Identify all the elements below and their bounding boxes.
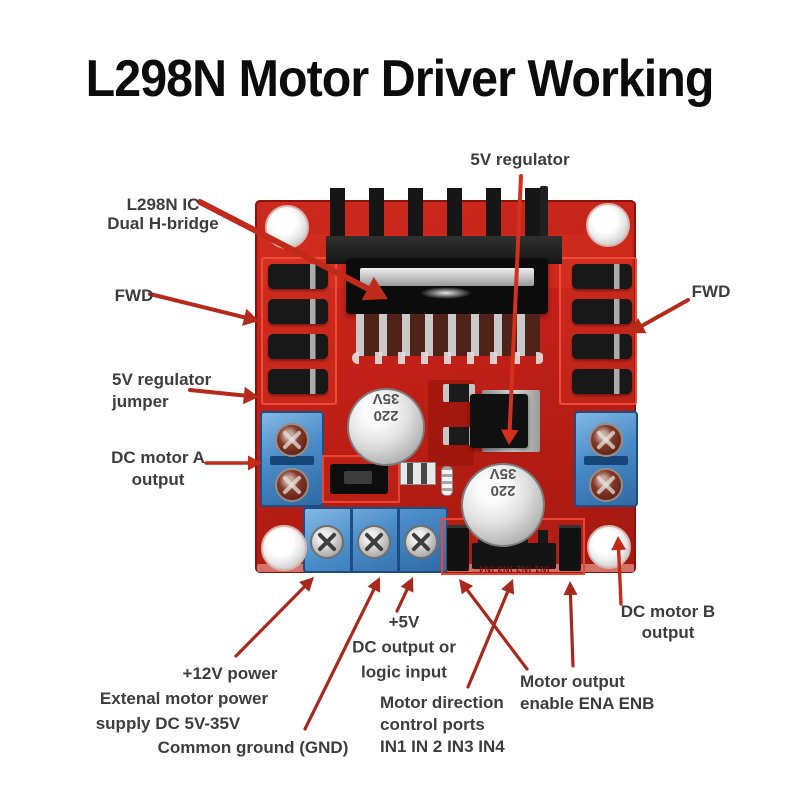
diode <box>268 369 328 394</box>
diode <box>572 369 632 394</box>
label-line: FWD <box>691 282 731 301</box>
terminal-screw <box>357 525 391 559</box>
diode <box>572 334 632 359</box>
terminal-screw <box>275 468 309 502</box>
capacitor-marking: 220 35V <box>463 465 543 523</box>
terminal-divider <box>350 509 353 571</box>
label-motor-a-output: DC motor A output <box>111 447 205 491</box>
mounting-hole-top-right <box>586 203 630 247</box>
label-line: control ports <box>380 715 485 734</box>
smd-ic <box>400 462 436 485</box>
mounting-hole-bottom-right <box>587 525 631 569</box>
label-line: output <box>641 623 695 642</box>
label-line: L298N IC <box>126 195 200 214</box>
terminal-slot <box>584 456 628 465</box>
label-line: +5V <box>388 612 420 632</box>
label-line: 5V regulator <box>470 150 570 169</box>
ic-highlight <box>420 287 472 299</box>
label-line: FWD <box>114 286 154 305</box>
label-line: Common ground (GND) <box>157 738 349 757</box>
label-line: Dual H-bridge <box>107 214 219 233</box>
label-direction-ports: Motor direction control ports IN1 IN 2 I… <box>380 692 505 758</box>
capacitor-marking-line: 35V <box>372 390 400 407</box>
label-common-ground: Common ground (GND) <box>158 737 349 759</box>
capacitor-marking: 220 35V <box>349 390 423 444</box>
label-line: Motor direction <box>380 693 504 712</box>
label-motor-b-output: DC motor B output <box>621 601 715 643</box>
label-line: output <box>131 470 185 489</box>
label-line: jumper <box>112 392 169 411</box>
resistor-network <box>441 466 453 496</box>
capacitor-marking-line: 35V <box>489 465 517 482</box>
diode <box>268 264 328 289</box>
label-l298n-ic: L298N IC Dual H-bridge <box>107 195 218 233</box>
capacitor-marking-line: 220 <box>490 482 516 499</box>
diode <box>572 299 632 324</box>
terminal-screw <box>589 423 623 457</box>
mounting-hole-bottom-left <box>261 525 307 571</box>
diode <box>572 264 632 289</box>
terminal-slot <box>270 456 314 465</box>
jumper-notch <box>344 471 372 484</box>
label-power-12v: +12V power <box>183 663 278 685</box>
label-line: DC motor A <box>111 448 205 467</box>
heatsink-fins <box>330 188 560 242</box>
ic-metal-tab <box>360 268 534 286</box>
label-line: Extenal motor power <box>99 689 269 708</box>
solder-pads <box>352 352 544 364</box>
electrolytic-capacitor: 220 35V <box>461 463 545 547</box>
label-fwd-left: FWD <box>115 285 154 307</box>
smd-component <box>443 384 475 402</box>
label-external-power: Extenal motor power <box>100 688 268 710</box>
label-supply-range: supply DC 5V-35V <box>96 713 241 735</box>
electrolytic-capacitor: 220 35V <box>347 388 425 466</box>
l298n-ic-chip <box>346 258 548 314</box>
silkscreen-in-labels: IN1 IN2 IN3 IN4 <box>478 564 550 574</box>
terminal-screw <box>310 525 344 559</box>
label-line: 5V regulator <box>112 370 212 389</box>
smd-component <box>443 427 475 445</box>
capacitor-marking-line: 220 <box>373 407 399 424</box>
diode <box>268 299 328 324</box>
label-line: DC motor B <box>620 602 716 621</box>
label-regulator-jumper: 5V regulator jumper <box>112 369 211 413</box>
label-fwd-right: FWD <box>692 281 731 303</box>
label-line: logic input <box>361 662 447 682</box>
enb-jumper <box>559 525 581 571</box>
label-output-enable: Motor output enable ENA ENB <box>520 671 654 715</box>
terminal-screw <box>589 468 623 502</box>
terminal-screw <box>275 423 309 457</box>
terminal-screw <box>404 525 438 559</box>
label-logic-5v: +5V DC output or logic input <box>352 610 456 685</box>
ena-jumper <box>447 525 469 571</box>
regulator-5v-to220 <box>470 394 528 448</box>
label-line: IN1 IN 2 IN3 IN4 <box>380 737 505 756</box>
label-line: Motor output <box>520 672 625 691</box>
label-line: enable ENA ENB <box>520 694 655 713</box>
label-line: +12V power <box>182 664 278 683</box>
title-bar: L298N Motor Driver Working <box>0 50 800 108</box>
diode <box>268 334 328 359</box>
input-header-base <box>472 543 556 569</box>
header-pin <box>540 186 548 246</box>
terminal-divider <box>397 509 400 571</box>
mounting-hole-top-left <box>265 205 309 249</box>
ic-legs <box>356 314 540 356</box>
label-line: supply DC 5V-35V <box>95 714 241 733</box>
label-line: DC output or <box>352 637 456 657</box>
page-title: L298N Motor Driver Working <box>86 50 715 108</box>
label-regulator-5v: 5V regulator <box>470 149 569 171</box>
